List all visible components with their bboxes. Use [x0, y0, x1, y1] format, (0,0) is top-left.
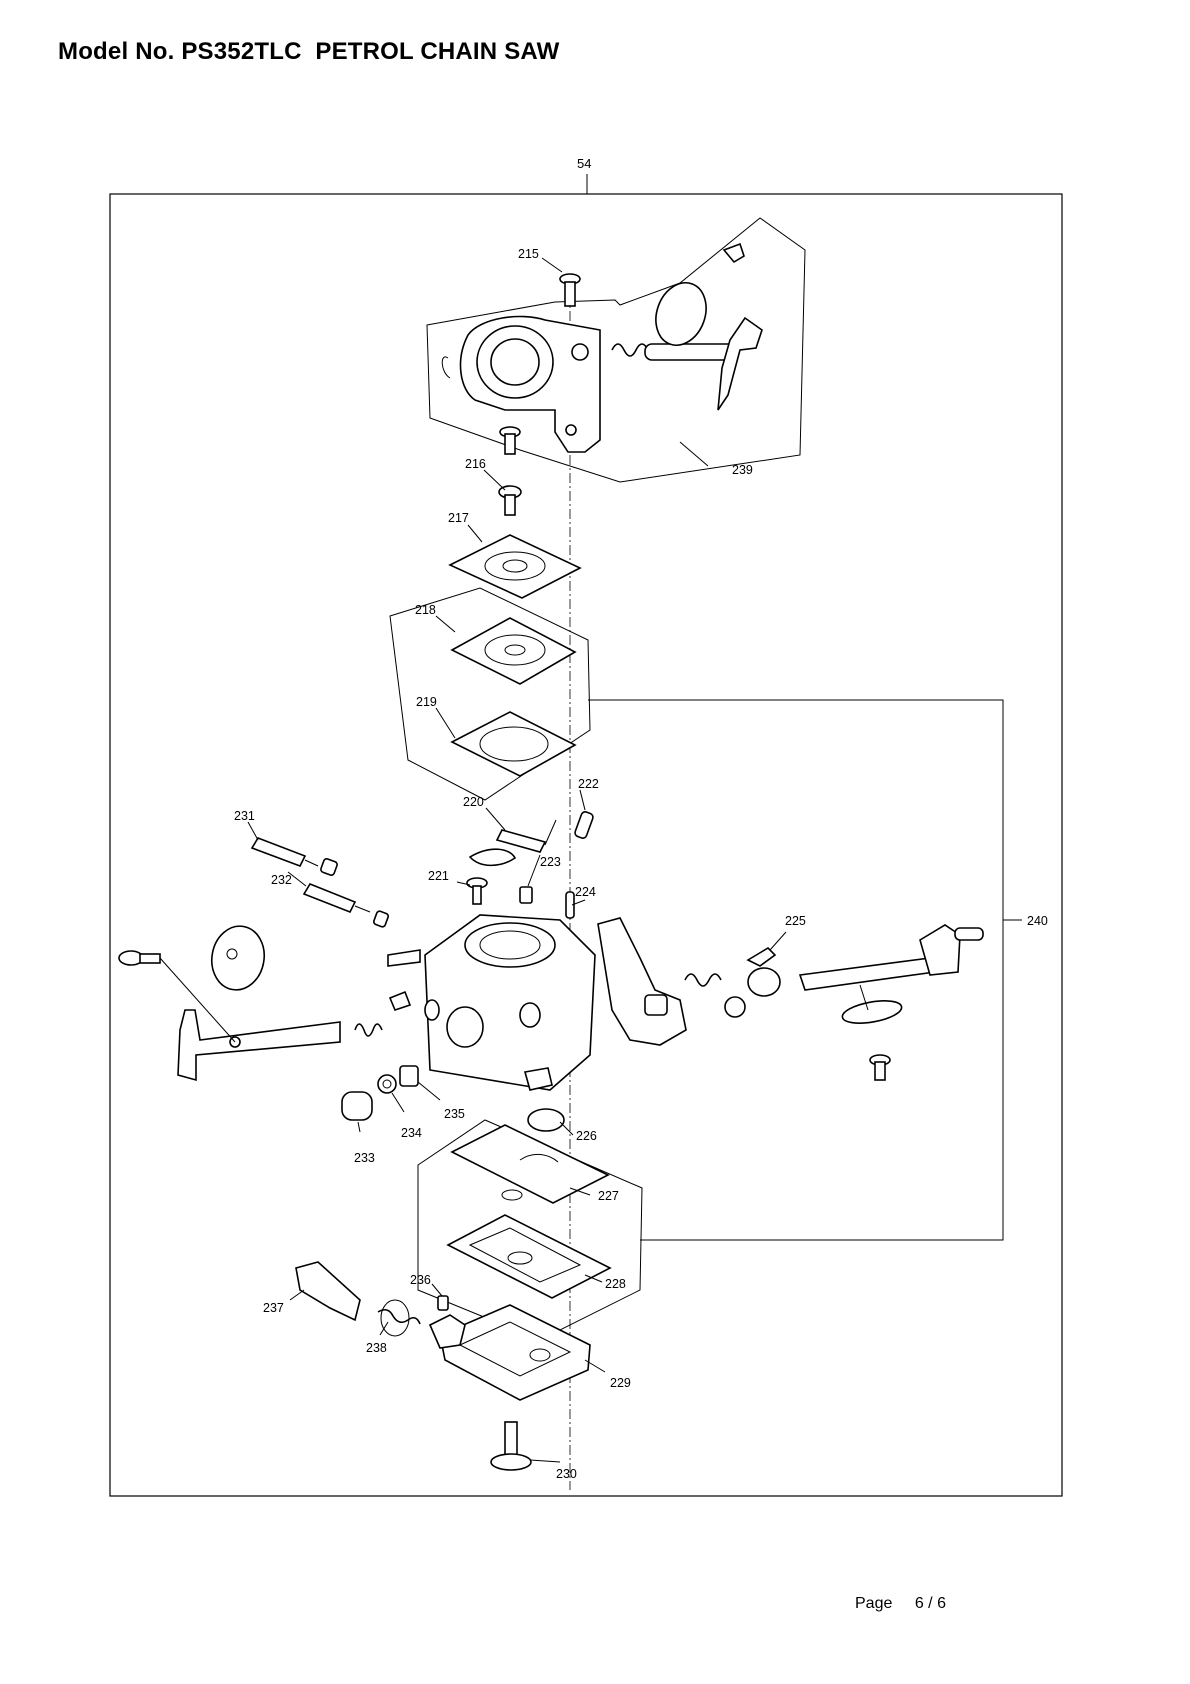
part-label-231: 231 — [234, 809, 255, 823]
screw-237 — [295, 1261, 361, 1322]
part-label-229: 229 — [610, 1376, 631, 1390]
bracket-240 — [588, 699, 1004, 1241]
part-label-239: 239 — [732, 463, 753, 477]
page-label: Page — [855, 1595, 893, 1612]
plug-233 — [341, 1091, 373, 1121]
adjusting-screw-231 — [250, 837, 338, 876]
part-label-220: 220 — [463, 795, 484, 809]
pump-cover-229 — [428, 1304, 591, 1401]
gasket-227 — [450, 1124, 610, 1204]
screw-216 — [498, 426, 522, 516]
leader-lines — [247, 257, 787, 1463]
screw-215 — [559, 273, 581, 307]
part-label-230: 230 — [556, 1467, 577, 1481]
part-label-226: 226 — [576, 1129, 597, 1143]
part-label-236: 236 — [410, 1273, 431, 1287]
washer-234 — [377, 1074, 397, 1094]
part-label-218: 218 — [415, 603, 436, 617]
screw-230 — [490, 1421, 532, 1471]
diaphragm-218 — [450, 617, 577, 685]
inlet-lever-220 — [468, 829, 547, 867]
throttle-lever-right — [597, 917, 984, 1081]
part-label-227: 227 — [598, 1189, 619, 1203]
part-label-235: 235 — [444, 1107, 465, 1121]
page-number: 6 / 6 — [914, 1595, 946, 1612]
group-outline-227-228 — [417, 1119, 643, 1341]
choke-shaft-left — [118, 925, 412, 1082]
part-label-217: 217 — [448, 511, 469, 525]
throttle-housing — [441, 242, 763, 453]
part-label-219: 219 — [416, 695, 437, 709]
part-label-215: 215 — [518, 247, 539, 261]
spring-235 — [399, 1065, 419, 1087]
carburetor-body — [387, 914, 596, 1091]
part-label-238: 238 — [366, 1341, 387, 1355]
part-label-228: 228 — [605, 1277, 626, 1291]
gasket-219 — [450, 711, 577, 777]
part-label-233: 233 — [354, 1151, 375, 1165]
part-label-240: 240 — [1027, 914, 1048, 928]
needle-222 — [544, 811, 594, 846]
plug-226 — [527, 1108, 565, 1132]
screw-221 — [466, 877, 488, 905]
page-title: Model No. PS352TLC PETROL CHAIN SAW — [58, 38, 560, 65]
gasket-228 — [446, 1214, 612, 1299]
part-label-232: 232 — [271, 873, 292, 887]
pin-236 — [437, 1295, 449, 1311]
needle-224 — [565, 891, 575, 919]
adjusting-screw-232 — [302, 883, 389, 928]
part-label-223: 223 — [540, 855, 561, 869]
spring-238 — [377, 1299, 421, 1337]
assembly-ref-label: 54 — [577, 156, 591, 171]
spring-223 — [519, 886, 533, 904]
part-label-221: 221 — [428, 869, 449, 883]
group-outline-218-219 — [389, 587, 591, 801]
part-label-216: 216 — [465, 457, 486, 471]
part-label-224: 224 — [575, 885, 596, 899]
diagram-frame — [109, 193, 1063, 1497]
part-label-222: 222 — [578, 777, 599, 791]
part-label-234: 234 — [401, 1126, 422, 1140]
diaphragm-cover-217 — [448, 534, 582, 599]
part-label-237: 237 — [263, 1301, 284, 1315]
part-label-225: 225 — [785, 914, 806, 928]
page-footer: Page 6 / 6 — [855, 1595, 946, 1613]
